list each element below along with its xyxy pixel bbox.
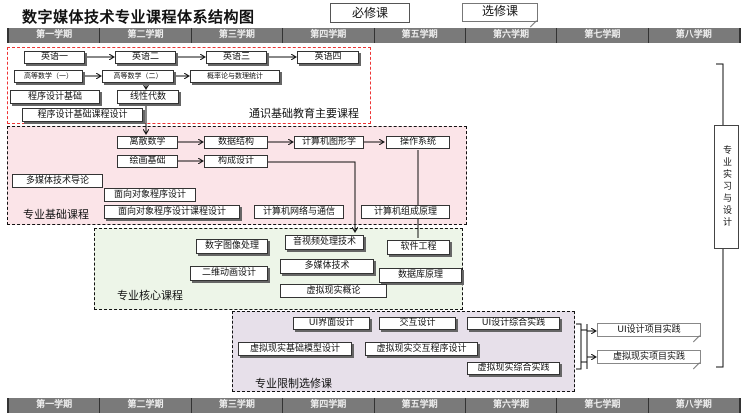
course-data-structures: 数据结构 <box>204 136 268 149</box>
course-math1: 高等数学（一） <box>14 70 83 83</box>
course-multimedia-intro: 多媒体技术导论 <box>12 174 103 188</box>
internship-bracket-top <box>716 63 724 125</box>
semester-3: 第三学期 <box>192 398 284 413</box>
course-composition: 构成设计 <box>204 155 268 168</box>
internship-bracket-bottom <box>716 249 724 368</box>
course-software-eng: 软件工程 <box>387 240 450 255</box>
course-ui-practice: UI设计综合实践 <box>467 317 560 330</box>
course-math2: 高等数学（二） <box>102 70 174 83</box>
course-english1: 英语一 <box>24 51 85 64</box>
semester-6: 第六学期 <box>466 28 558 43</box>
semester-header-bottom: 第一学期 第二学期 第三学期 第四学期 第五学期 第六学期 第七学期 第八学期 <box>7 398 741 413</box>
semester-1: 第一学期 <box>7 398 101 413</box>
course-english4: 英语四 <box>297 51 359 64</box>
course-programming-project: 程序设计基础课程设计 <box>22 108 143 122</box>
course-english2: 英语二 <box>115 51 176 64</box>
course-linear-algebra: 线性代数 <box>117 90 179 104</box>
internship-label: 专业实习与设计 <box>721 145 731 229</box>
course-image-processing: 数字图像处理 <box>196 239 268 254</box>
course-english3: 英语三 <box>206 51 267 64</box>
region-label-restricted: 专业限制选修课 <box>255 377 332 390</box>
region-label-general: 通识基础教育主要课程 <box>249 107 359 120</box>
semester-2: 第二学期 <box>100 28 192 43</box>
semester-8: 第八学期 <box>649 398 741 413</box>
course-networks: 计算机网络与通信 <box>254 205 344 219</box>
semester-3: 第三学期 <box>192 28 284 43</box>
course-vr-programming: 虚拟现实交互程序设计 <box>365 342 478 356</box>
semester-7: 第七学期 <box>557 398 649 413</box>
region-label-core: 专业核心课程 <box>117 289 183 302</box>
course-ui-design: UI界面设计 <box>293 317 370 330</box>
legend-elective: 选修课 <box>462 3 538 28</box>
folded-corner-icon <box>529 20 537 28</box>
folded-corner-icon <box>692 335 700 343</box>
course-oop: 面向对象程序设计 <box>104 188 196 202</box>
semester-4: 第四学期 <box>283 28 375 43</box>
semester-4: 第四学期 <box>283 398 375 413</box>
semester-8: 第八学期 <box>649 28 741 43</box>
semester-7: 第七学期 <box>557 28 649 43</box>
semester-2: 第二学期 <box>100 398 192 413</box>
semester-header-top: 第一学期 第二学期 第三学期 第四学期 第五学期 第六学期 第七学期 第八学期 <box>7 28 741 43</box>
course-oop-project: 面向对象程序设计课程设计 <box>104 205 240 219</box>
course-vr-intro: 虚拟现实概论 <box>280 284 387 298</box>
course-animation-2d: 二维动画设计 <box>190 266 268 281</box>
folded-corner-icon <box>692 362 700 370</box>
course-vr-modeling: 虚拟现实基础模型设计 <box>238 342 352 356</box>
course-drawing: 绘画基础 <box>117 155 178 168</box>
line-ui-practice-bracket <box>576 323 582 370</box>
project-vr: 虚拟现实项目实践 <box>597 350 701 370</box>
project-vr-label: 虚拟现实项目实践 <box>612 352 685 362</box>
course-discrete-math: 离散数学 <box>117 136 178 149</box>
diagram-title: 数字媒体技术专业课程体系结构图 <box>22 8 255 26</box>
project-ui: UI设计项目实践 <box>597 323 701 343</box>
semester-1: 第一学期 <box>7 28 101 43</box>
course-os: 操作系统 <box>386 136 450 149</box>
internship-box: 专业实习与设计 <box>714 125 739 249</box>
legend-elective-label: 选修课 <box>481 4 518 18</box>
course-av-processing: 音视频处理技术 <box>285 235 364 250</box>
legend-required: 必修课 <box>330 3 410 23</box>
course-database: 数据库原理 <box>379 268 462 283</box>
course-programming: 程序设计基础 <box>10 90 100 104</box>
course-graphics: 计算机图形学 <box>294 136 364 149</box>
project-ui-label: UI设计项目实践 <box>617 325 681 335</box>
semester-5: 第五学期 <box>375 28 466 43</box>
course-architecture: 计算机组成原理 <box>361 205 450 219</box>
course-vr-practice: 虚拟现实综合实践 <box>467 362 560 375</box>
region-label-foundation: 专业基础课程 <box>23 208 89 221</box>
semester-6: 第六学期 <box>466 398 558 413</box>
course-multimedia-tech: 多媒体技术 <box>280 259 374 274</box>
course-interaction: 交互设计 <box>379 317 456 330</box>
semester-5: 第五学期 <box>375 398 466 413</box>
course-probability: 概率论与数理统计 <box>190 70 280 83</box>
region-general-education <box>7 47 371 124</box>
